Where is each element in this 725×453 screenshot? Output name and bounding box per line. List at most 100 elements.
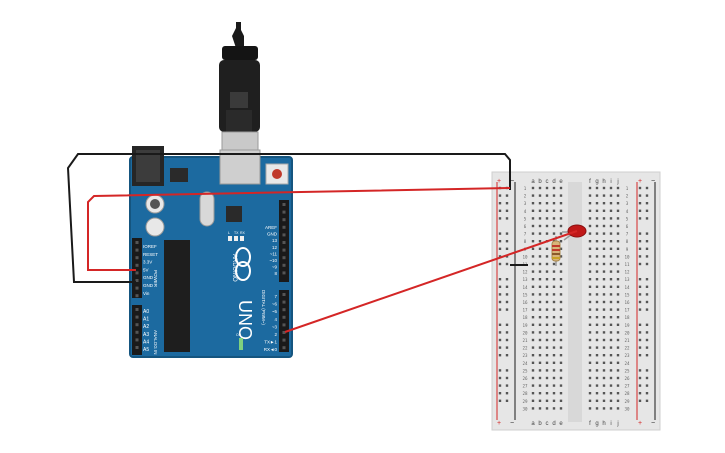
row-number: 22 [522, 346, 528, 351]
analog-pin-label: A2 [143, 324, 149, 330]
row-number: 8 [626, 239, 629, 244]
rail-label: + [638, 178, 642, 185]
rail-label: + [497, 420, 501, 427]
row-number: 15 [624, 292, 630, 297]
row-number: 10 [624, 254, 630, 259]
column-label: h [602, 421, 605, 427]
row-number: 28 [522, 391, 528, 396]
digital-pin-label: 7 [274, 294, 277, 299]
row-number: 10 [522, 254, 528, 259]
row-number: 3 [524, 201, 527, 206]
atmega-chip [164, 240, 190, 352]
analog-pin-label: A1 [143, 317, 149, 323]
column-label: g [595, 179, 598, 185]
row-number: 20 [624, 330, 630, 335]
row-number: 5 [524, 216, 527, 221]
row-number: 29 [624, 399, 630, 404]
digital-pin-label: ~9 [272, 265, 278, 270]
digital-header-bottom [279, 290, 289, 352]
row-number: 6 [626, 224, 629, 229]
row-number: 26 [522, 376, 528, 381]
rail-label: + [638, 420, 642, 427]
digital-pin-label: 2 [274, 332, 277, 337]
row-number: 16 [624, 300, 630, 305]
power-pin-label: 3.3V [143, 260, 152, 265]
digital-pin-label: GND [267, 232, 278, 237]
row-number: 27 [624, 384, 630, 389]
column-label: d [552, 179, 555, 185]
row-number: 13 [624, 277, 630, 282]
row-number: 8 [524, 239, 527, 244]
analog-header [132, 305, 142, 355]
row-number: 14 [522, 285, 528, 290]
row-number: 5 [626, 216, 629, 221]
row-number: 20 [522, 330, 528, 335]
resistor[interactable] [551, 236, 561, 266]
row-number: 2 [626, 194, 629, 199]
digital-pin-label: 12 [272, 245, 278, 250]
column-label: h [602, 179, 605, 185]
row-number: 22 [624, 346, 630, 351]
row-number: 28 [624, 391, 630, 396]
row-number: 26 [624, 376, 630, 381]
board-name: UNO [235, 300, 255, 340]
column-label: i [610, 421, 611, 427]
column-label: d [552, 421, 555, 427]
column-label: a [531, 179, 535, 185]
analog-pin-label: A0 [143, 309, 149, 315]
column-label: e [559, 179, 563, 185]
row-number: 4 [524, 209, 527, 214]
row-number: 30 [624, 406, 630, 411]
row-number: 1 [626, 186, 629, 191]
column-label: j [616, 179, 618, 185]
crystal [199, 191, 215, 227]
row-number: 30 [522, 406, 528, 411]
column-label: c [546, 421, 549, 427]
digital-pin-label: ~5 [272, 309, 278, 314]
rail-label: − [651, 420, 655, 427]
power-pin-label: 5V [143, 267, 149, 272]
row-number: 13 [522, 277, 528, 282]
indicator-label: RX [240, 231, 246, 235]
row-number: 25 [624, 368, 630, 373]
row-number: 12 [522, 270, 528, 275]
header-title: ANALOG IN [153, 330, 158, 355]
on-led [239, 338, 243, 350]
digital-pin-label: TX►1 [264, 340, 277, 345]
row-number: 21 [522, 338, 528, 343]
wire-black[interactable] [66, 153, 511, 283]
arduino-uno-board[interactable]: ARDUINO UNO IOREFRESET3.3V5VGNDGNDVinA0A… [129, 146, 293, 358]
capacitor-2 [145, 217, 165, 237]
row-number: 24 [624, 361, 630, 366]
row-number: 17 [624, 308, 630, 313]
column-label: b [538, 179, 542, 185]
analog-pin-label: A4 [143, 339, 149, 345]
row-number: 18 [624, 315, 630, 320]
row-number: 23 [624, 353, 630, 358]
row-number: 1 [524, 186, 527, 191]
power-pin-label: IOREF [143, 244, 157, 249]
arduino-logo [235, 247, 251, 281]
row-number: 6 [524, 224, 527, 229]
on-label: ON [236, 333, 242, 337]
brand-text: ARDUINO [231, 254, 237, 282]
column-label: e [559, 421, 563, 427]
row-number: 11 [624, 262, 630, 267]
row-number: 17 [522, 308, 528, 313]
row-number: 4 [626, 209, 629, 214]
row-number: 14 [624, 285, 630, 290]
wire-red-pin2[interactable] [284, 230, 578, 333]
row-number: 7 [626, 232, 629, 237]
indicator-label: L [228, 231, 230, 235]
digital-pin-label: 8 [274, 271, 277, 276]
row-number: 21 [624, 338, 630, 343]
wire-red-5v[interactable] [87, 187, 511, 271]
rail-label: − [651, 178, 655, 185]
analog-pin-label: A5 [143, 347, 149, 353]
column-label: j [616, 421, 618, 427]
rail-label: − [510, 420, 514, 427]
power-pin-label: RESET [143, 252, 158, 257]
digital-pin-label: 4 [274, 317, 277, 322]
